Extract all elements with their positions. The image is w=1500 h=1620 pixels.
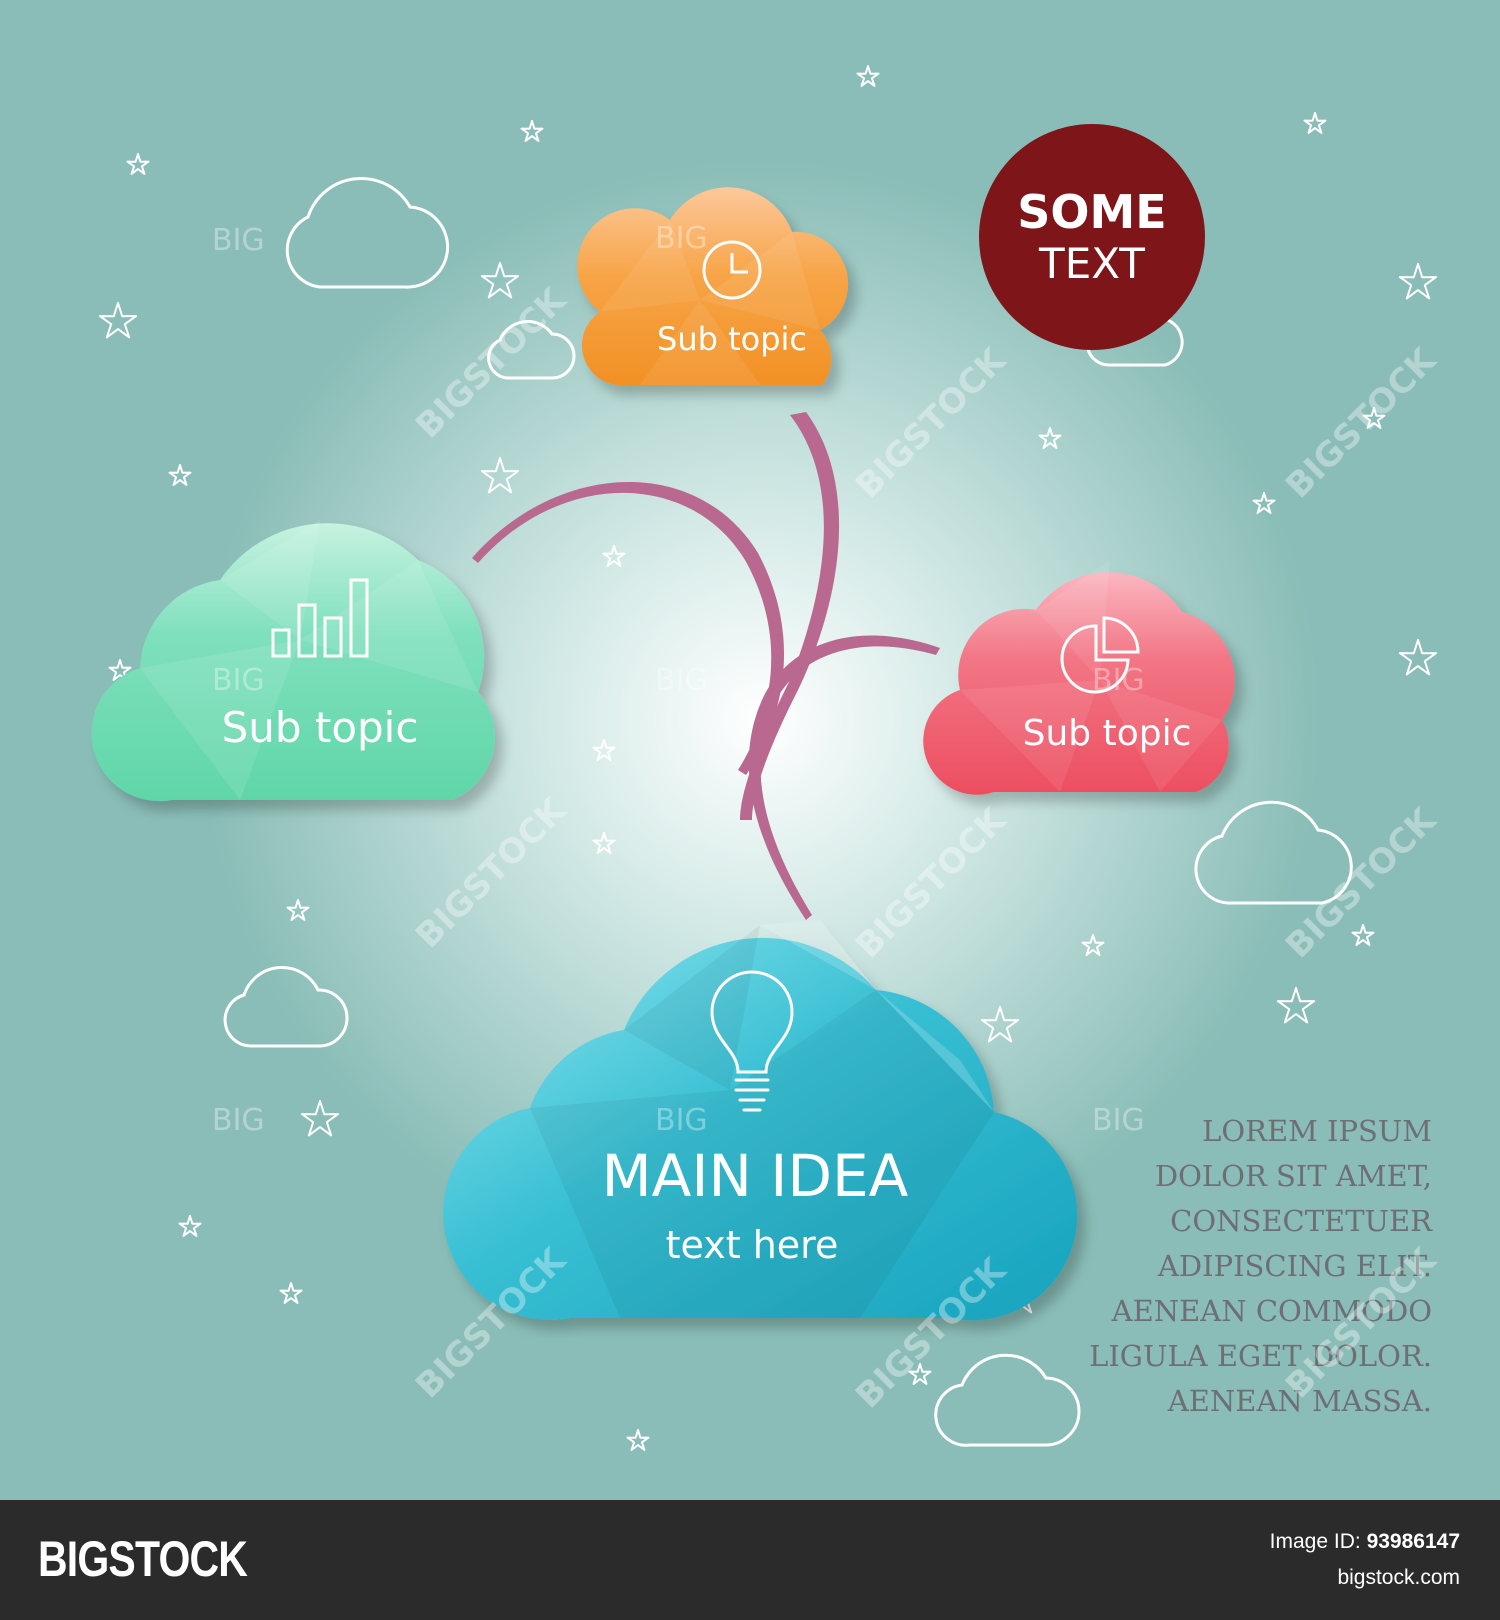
star-icon	[1038, 427, 1062, 449]
star-icon	[908, 1363, 932, 1385]
watermark-text: BIG	[212, 1103, 265, 1138]
image-id: Image ID: 93986147	[1270, 1530, 1460, 1554]
star-icon	[480, 262, 520, 299]
star-icon	[626, 1429, 650, 1451]
star-icon	[108, 659, 132, 681]
main-idea-subtitle: text here	[666, 1223, 839, 1267]
subtopic-cloud-orange[interactable]	[577, 187, 849, 386]
watermark-text: BIG	[212, 223, 265, 258]
watermark-text: BIG	[655, 1103, 708, 1138]
pie-chart-icon	[1060, 616, 1140, 694]
star-icon	[1398, 263, 1438, 300]
outline-cloud-icon	[487, 320, 576, 380]
star-icon	[1398, 639, 1438, 676]
body-text-line: LIGULA EGET DOLOR.	[1089, 1339, 1432, 1373]
star-icon	[126, 153, 150, 175]
star-icon	[480, 457, 520, 494]
star-icon	[1303, 112, 1327, 134]
outline-cloud-icon	[934, 1353, 1081, 1447]
callout-line-1: SOME	[1017, 185, 1166, 239]
watermark-text: BIG	[212, 663, 265, 698]
outline-cloud-icon	[285, 177, 449, 289]
main-idea-title: MAIN IDEA	[602, 1142, 909, 1210]
star-icon	[168, 464, 192, 486]
main-idea-cloud[interactable]	[443, 920, 1078, 1321]
star-icon	[98, 302, 138, 339]
stars	[98, 65, 1438, 1451]
subtopic-cloud-green[interactable]	[91, 520, 495, 802]
image-id-label: Image ID:	[1269, 1530, 1361, 1553]
outline-cloud-icon	[1194, 800, 1353, 905]
footer-bar: BIGSTOCK Image ID: 93986147 bigstock.com	[0, 1500, 1500, 1620]
star-icon	[856, 65, 880, 87]
star-icon	[1276, 987, 1316, 1024]
star-icon	[602, 545, 626, 567]
star-icon	[1252, 492, 1276, 514]
body-text-line: LOREM IPSUM	[1202, 1114, 1432, 1148]
callout-circle[interactable]	[979, 124, 1205, 350]
subtopic-label: Sub topic	[1023, 713, 1192, 754]
star-icon	[300, 1100, 340, 1137]
star-icon	[279, 1282, 303, 1304]
callout-line-2: TEXT	[1038, 239, 1145, 288]
body-text-line: DOLOR SIT AMET,	[1155, 1159, 1432, 1193]
star-icon	[286, 899, 310, 921]
star-icon	[980, 1006, 1020, 1043]
image-id-value: 93986147	[1366, 1530, 1460, 1553]
body-text-line: CONSECTETUER	[1170, 1204, 1433, 1238]
body-text-line: ADIPISCING ELIT.	[1157, 1249, 1432, 1283]
star-icon	[520, 120, 544, 142]
diagram-canvas: Sub topic Sub topic Sub topic MAIN IDEA …	[0, 0, 1500, 1500]
outline-cloud-icon	[223, 965, 349, 1048]
watermark-text: BIG	[655, 221, 708, 256]
subtopic-cloud-red[interactable]	[923, 560, 1235, 795]
star-icon	[178, 1215, 202, 1237]
star-icon	[1362, 407, 1386, 429]
watermark-text: BIG	[655, 663, 708, 698]
clock-icon	[702, 240, 762, 300]
watermark-text: BIG	[1092, 1103, 1145, 1138]
watermark-text: BIG	[1092, 663, 1145, 698]
body-text-line: AENEAN COMMODO	[1111, 1294, 1432, 1328]
star-icon	[1351, 924, 1375, 946]
body-text-line: AENEAN MASSA.	[1167, 1384, 1432, 1418]
bar-chart-icon	[271, 578, 369, 658]
lightbulb-icon	[710, 970, 794, 1112]
connector-ribbons	[472, 412, 940, 920]
subtopic-label: Sub topic	[222, 703, 419, 752]
star-icon	[592, 739, 616, 761]
bigstock-logo[interactable]: BIGSTOCK	[38, 1531, 248, 1587]
body-text: LOREM IPSUM DOLOR SIT AMET, CONSECTETUER…	[1089, 1114, 1433, 1418]
site-link[interactable]: bigstock.com	[1337, 1566, 1460, 1589]
star-icon	[592, 832, 616, 854]
subtopic-label: Sub topic	[657, 320, 807, 358]
star-icon	[1081, 934, 1105, 956]
